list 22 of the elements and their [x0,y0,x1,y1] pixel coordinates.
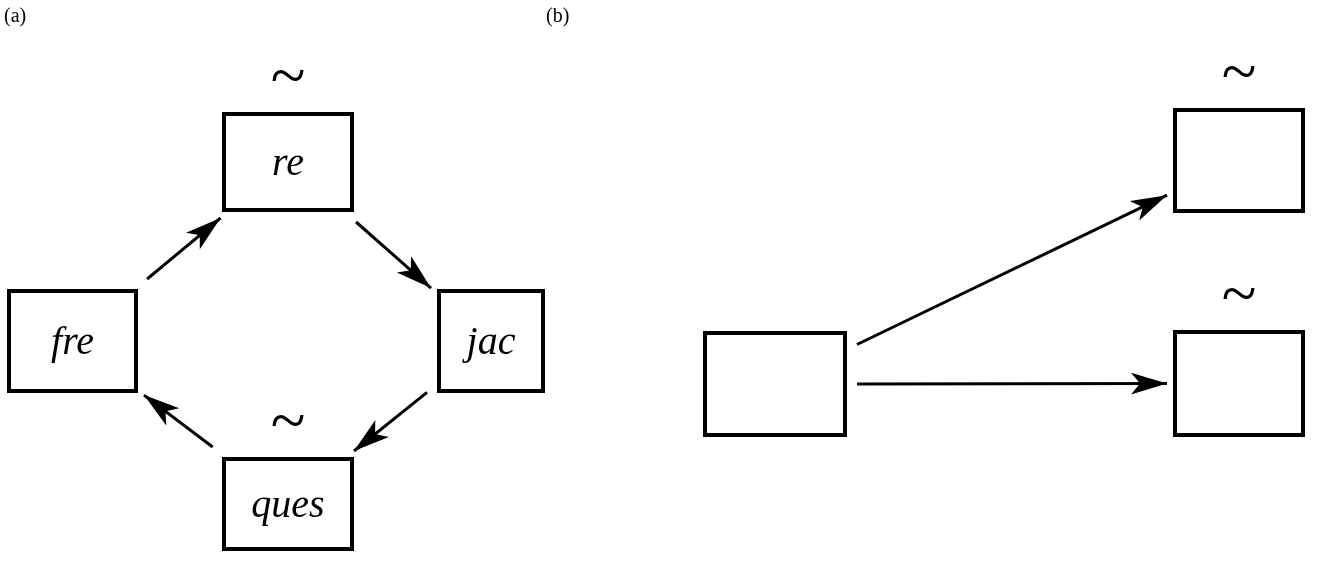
tilde-mark: ~ [1221,262,1257,326]
process-box [703,331,847,437]
panel-label: (a) [4,4,27,27]
process-box [7,289,138,393]
process-box [1173,108,1305,213]
process-box [437,289,545,393]
arrow [143,393,214,449]
tilde-mark: ~ [1221,40,1257,104]
process-box [222,112,354,212]
arrow [355,220,432,290]
tilde-mark: ~ [270,389,306,453]
arrow [146,216,222,281]
arrow [857,372,1167,395]
arrow [353,391,428,453]
tilde-mark: ~ [270,44,306,108]
panel-label: (b) [546,4,570,27]
arrow [856,193,1168,346]
process-box [222,457,354,551]
node-label: re [272,142,304,182]
node-label: ques [251,484,325,524]
process-box [1173,330,1305,437]
node-label: fre [51,321,94,361]
